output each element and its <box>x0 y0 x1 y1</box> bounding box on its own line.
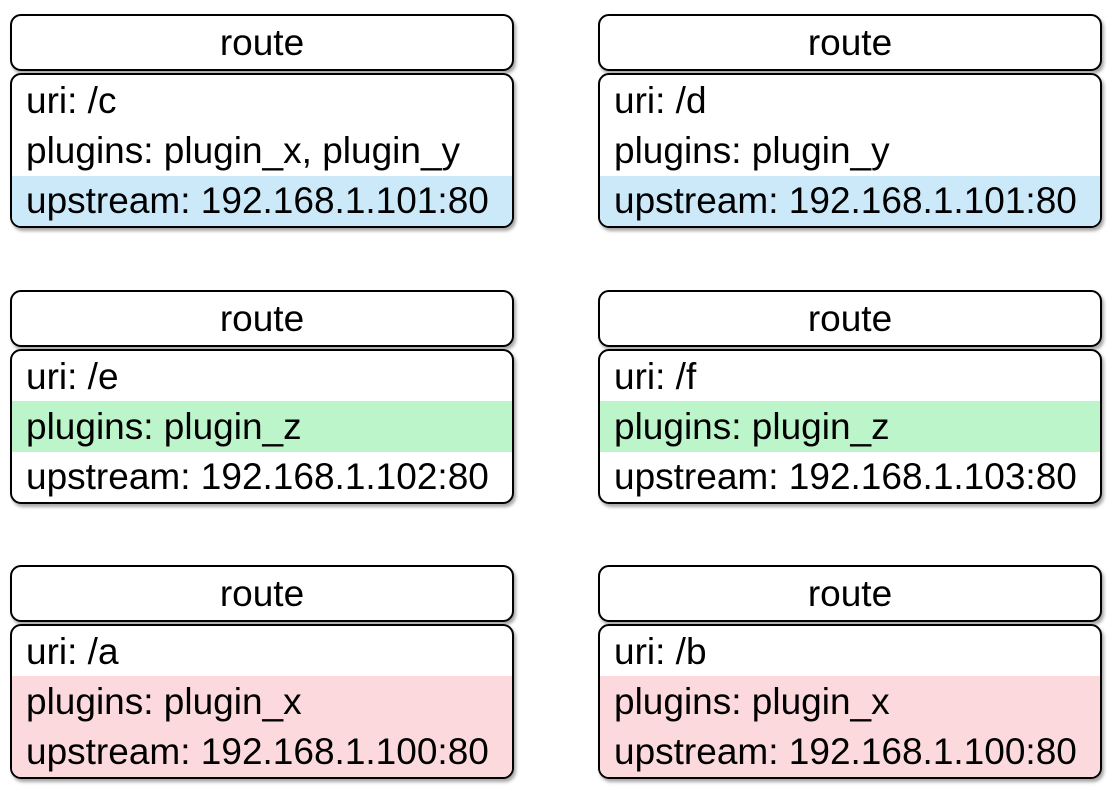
route-field-uri: uri: /a <box>12 626 512 676</box>
route-field-plugins: plugins: plugin_x <box>12 676 512 727</box>
route-field-plugins-text: plugins: plugin_x <box>26 680 302 722</box>
route-card-title: route <box>807 22 893 63</box>
route-card: route uri: /d plugins: plugin_y upstream… <box>598 14 1102 228</box>
route-card: route uri: /f plugins: plugin_z upstream… <box>598 290 1102 504</box>
route-field-upstream-text: upstream: 192.168.1.102:80 <box>26 456 489 498</box>
route-card: route uri: /c plugins: plugin_x, plugin_… <box>10 14 514 228</box>
route-field-plugins-text: plugins: plugin_z <box>614 405 890 447</box>
route-card-header: route <box>598 14 1102 71</box>
route-field-upstream-text: upstream: 192.168.1.100:80 <box>26 731 489 773</box>
route-field-uri-text: uri: /c <box>26 79 117 121</box>
route-field-uri-text: uri: /d <box>614 79 707 121</box>
route-field-uri: uri: /e <box>12 351 512 401</box>
route-card: route uri: /a plugins: plugin_x upstream… <box>10 565 514 779</box>
route-field-uri-text: uri: /a <box>26 630 119 672</box>
route-card-title: route <box>219 22 305 63</box>
route-card-title: route <box>219 298 305 339</box>
route-card-body: uri: /f plugins: plugin_z upstream: 192.… <box>598 349 1102 504</box>
route-field-uri: uri: /d <box>600 75 1100 125</box>
route-field-uri-text: uri: /e <box>26 355 119 397</box>
route-field-upstream: upstream: 192.168.1.101:80 <box>600 175 1100 226</box>
route-field-uri-text: uri: /f <box>614 355 697 397</box>
route-card-header: route <box>598 565 1102 622</box>
route-field-plugins-text: plugins: plugin_x, plugin_y <box>26 129 461 171</box>
route-field-upstream: upstream: 192.168.1.103:80 <box>600 452 1100 502</box>
route-field-uri: uri: /f <box>600 351 1100 401</box>
route-card-body: uri: /c plugins: plugin_x, plugin_y upst… <box>10 73 514 228</box>
route-card-header: route <box>10 14 514 71</box>
route-card-body: uri: /b plugins: plugin_x upstream: 192.… <box>598 624 1102 779</box>
route-field-uri: uri: /b <box>600 626 1100 676</box>
route-field-upstream: upstream: 192.168.1.100:80 <box>12 726 512 777</box>
route-field-upstream-text: upstream: 192.168.1.101:80 <box>26 180 489 222</box>
route-card-body: uri: /e plugins: plugin_z upstream: 192.… <box>10 349 514 504</box>
route-card-header: route <box>10 565 514 622</box>
route-field-upstream-text: upstream: 192.168.1.103:80 <box>614 456 1077 498</box>
route-card-title: route <box>807 298 893 339</box>
route-field-upstream: upstream: 192.168.1.100:80 <box>600 726 1100 777</box>
route-field-uri: uri: /c <box>12 75 512 125</box>
route-field-plugins: plugins: plugin_x, plugin_y <box>12 125 512 175</box>
route-field-upstream-text: upstream: 192.168.1.101:80 <box>614 180 1077 222</box>
route-field-plugins-text: plugins: plugin_x <box>614 680 890 722</box>
route-card-body: uri: /a plugins: plugin_x upstream: 192.… <box>10 624 514 779</box>
route-field-upstream-text: upstream: 192.168.1.100:80 <box>614 731 1077 773</box>
route-field-plugins: plugins: plugin_z <box>600 401 1100 452</box>
route-field-plugins: plugins: plugin_y <box>600 125 1100 175</box>
route-card-title: route <box>807 573 893 614</box>
route-card-body: uri: /d plugins: plugin_y upstream: 192.… <box>598 73 1102 228</box>
route-card: route uri: /b plugins: plugin_x upstream… <box>598 565 1102 779</box>
route-field-plugins: plugins: plugin_z <box>12 401 512 452</box>
route-field-plugins: plugins: plugin_x <box>600 676 1100 727</box>
route-field-uri-text: uri: /b <box>614 630 707 672</box>
route-field-upstream: upstream: 192.168.1.102:80 <box>12 452 512 502</box>
route-card-header: route <box>10 290 514 347</box>
route-field-plugins-text: plugins: plugin_y <box>614 129 890 171</box>
route-card-header: route <box>598 290 1102 347</box>
route-card: route uri: /e plugins: plugin_z upstream… <box>10 290 514 504</box>
route-field-upstream: upstream: 192.168.1.101:80 <box>12 175 512 226</box>
route-field-plugins-text: plugins: plugin_z <box>26 405 302 447</box>
route-card-title: route <box>219 573 305 614</box>
